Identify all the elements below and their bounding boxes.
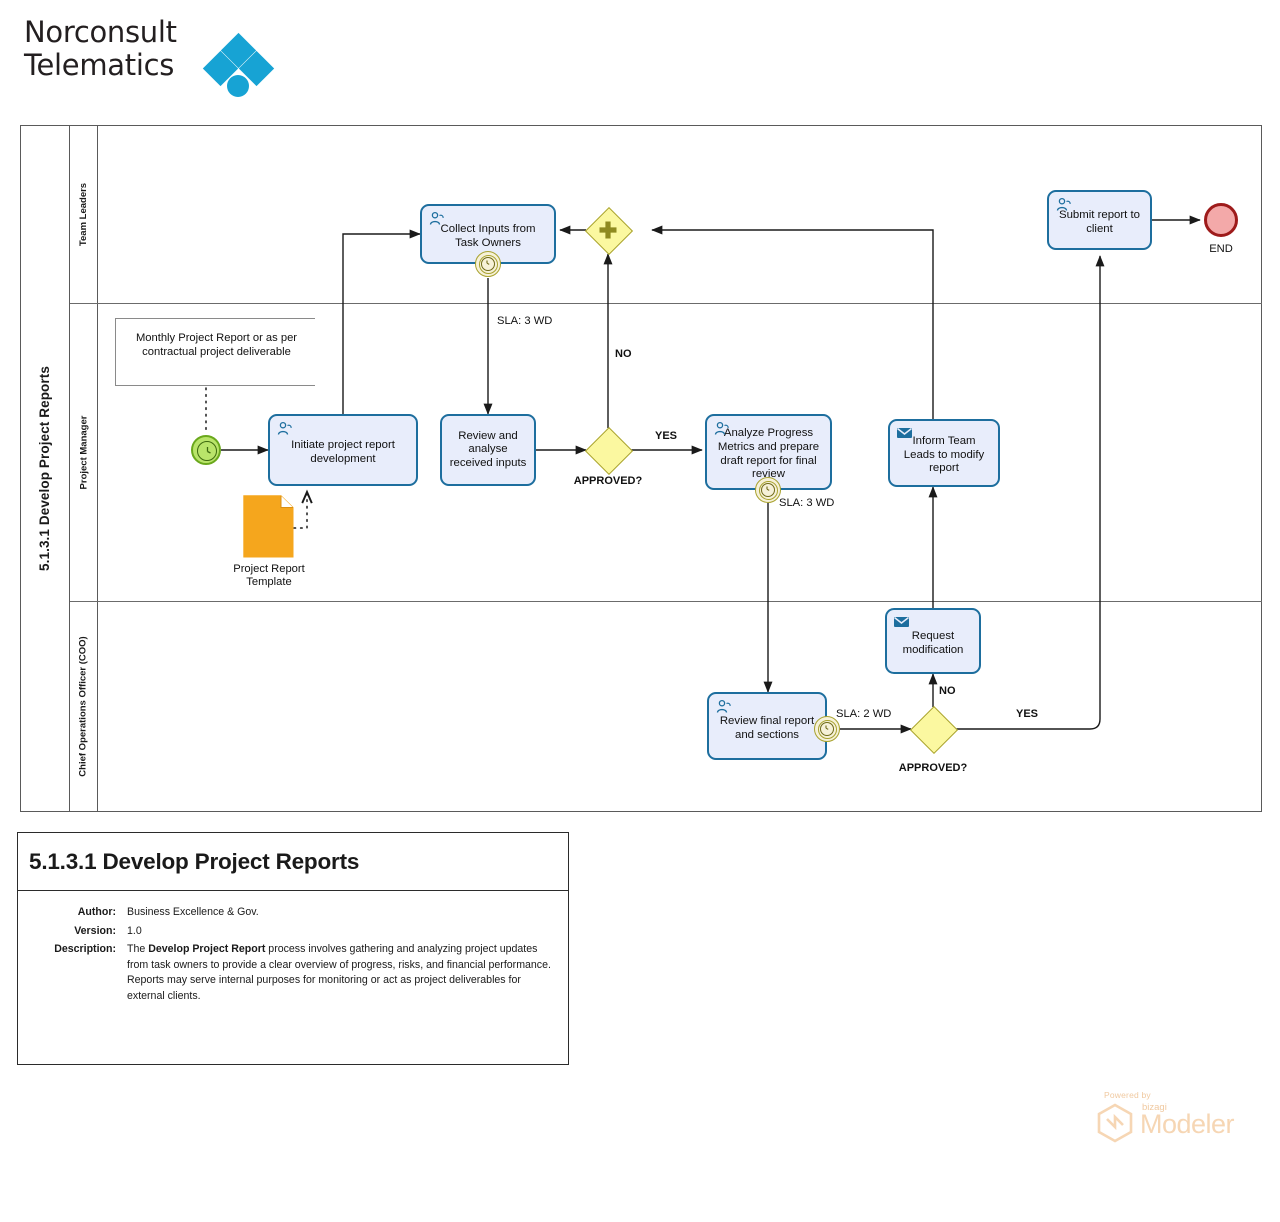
info-box-header: 5.1.3.1 Develop Project Reports <box>18 833 568 891</box>
task-review-final-label: Review final report and sections <box>719 714 815 741</box>
task-review-analyse[interactable]: Review and analyse received inputs <box>440 414 536 486</box>
timer-boundary-event-collect-inputs[interactable] <box>475 251 501 277</box>
task-submit-report-label: Submit report to client <box>1058 208 1141 235</box>
data-object-label: Project Report Template <box>233 563 305 588</box>
end-event-label: END <box>1209 243 1233 255</box>
gateway-approved-pm[interactable] <box>584 426 634 476</box>
timer-boundary-event-analyze-progress[interactable] <box>755 477 781 503</box>
task-request-modification[interactable]: Request modification <box>885 608 981 674</box>
info-description-value: The Develop Project Report process invol… <box>127 942 556 1004</box>
task-review-final[interactable]: Review final report and sections <box>707 692 827 760</box>
timer-boundary-event-review-final[interactable] <box>814 716 840 742</box>
gateway-approved-coo-label: APPROVED? <box>898 762 968 774</box>
process-info-box: 5.1.3.1 Develop Project Reports Author: … <box>17 832 569 1065</box>
flow-label-yes-coo: YES <box>1016 708 1039 720</box>
flow-label-yes-pm: YES <box>655 430 678 442</box>
send-task-icon <box>896 426 914 442</box>
lane-divider-1 <box>70 303 1262 304</box>
lane-label-team-leaders: Team Leaders <box>78 182 90 246</box>
lane-header-coo: Chief Operations Officer (COO) <box>70 601 98 812</box>
pool-title: 5.1.3.1 Develop Project Reports <box>20 125 70 812</box>
user-task-icon <box>1055 197 1073 213</box>
gateway-approved-coo[interactable] <box>909 705 959 755</box>
flow-label-sla-review-final: SLA: 2 WD <box>836 708 892 720</box>
flow-label-no-pm: NO <box>615 348 632 360</box>
gateway-merge[interactable] <box>584 206 634 256</box>
flow-label-sla-analyze: SLA: 3 WD <box>779 497 835 509</box>
bizagi-brand-label: bizagi <box>1142 1102 1167 1113</box>
desc-lead: The <box>127 943 149 955</box>
task-inform-team-leads-label: Inform Team Leads to modify report <box>903 435 985 475</box>
desc-rest: process involves gathering and analyzing… <box>127 943 551 1002</box>
info-row-description: Description: The Develop Project Report … <box>30 942 556 1004</box>
data-object-project-report-template[interactable] <box>243 495 294 558</box>
desc-bold: Develop Project Report <box>148 943 266 955</box>
info-box-title: 5.1.3.1 Develop Project Reports <box>29 848 360 874</box>
text-annotation: Monthly Project Report or as per contrac… <box>115 318 315 386</box>
logo-mark-icon <box>202 32 275 97</box>
timer-start-event[interactable] <box>191 435 221 465</box>
user-task-icon <box>276 421 294 437</box>
task-inform-team-leads[interactable]: Inform Team Leads to modify report <box>888 419 1000 487</box>
info-version-value: 1.0 <box>127 924 142 937</box>
info-box-body: Author: Business Excellence & Gov. Versi… <box>18 891 568 1004</box>
info-version-key: Version: <box>74 924 116 937</box>
pool-title-label: 5.1.3.1 Develop Project Reports <box>37 366 52 571</box>
user-task-icon <box>715 699 733 715</box>
task-collect-inputs-label: Collect Inputs from Task Owners <box>440 222 536 249</box>
flow-label-no-coo: NO <box>939 685 956 697</box>
task-analyze-progress-label: Analyze Progress Metrics and prepare dra… <box>717 427 820 481</box>
lane-label-project-manager: Project Manager <box>78 415 90 489</box>
lane-header-team-leaders: Team Leaders <box>70 125 98 303</box>
bizagi-watermark: Powered by bizagi Modeler <box>1090 1090 1265 1148</box>
info-description-key: Description: <box>54 943 116 955</box>
send-task-icon <box>893 615 911 631</box>
user-task-icon <box>428 211 446 227</box>
task-initiate-report[interactable]: Initiate project report development <box>268 414 418 486</box>
bizagi-product-label: Modeler <box>1140 1109 1235 1139</box>
company-logo: Norconsult Telematics <box>24 15 284 97</box>
bizagi-hex-icon <box>1094 1102 1136 1144</box>
info-author-key: Author: <box>77 906 116 918</box>
task-submit-report[interactable]: Submit report to client <box>1047 190 1152 250</box>
task-request-modification-label: Request modification <box>902 629 964 656</box>
logo-text-line2: Telematics <box>24 48 175 82</box>
info-author-value: Business Excellence & Gov. <box>127 906 259 918</box>
lane-label-coo: Chief Operations Officer (COO) <box>78 636 89 777</box>
flow-label-sla-collect: SLA: 3 WD <box>497 315 553 327</box>
parallel-gateway-icon <box>599 221 617 239</box>
info-row-version: Version: 1.0 <box>30 924 556 940</box>
lane-divider-2 <box>70 601 1262 602</box>
info-row-author: Author: Business Excellence & Gov. <box>30 905 556 921</box>
timer-icon <box>197 441 217 461</box>
lane-header-project-manager: Project Manager <box>70 303 98 601</box>
gateway-approved-pm-label: APPROVED? <box>573 475 643 487</box>
user-task-icon <box>713 421 731 437</box>
logo-text-line1: Norconsult <box>24 15 177 49</box>
powered-by-label: Powered by <box>1104 1090 1151 1100</box>
end-event[interactable] <box>1204 203 1238 237</box>
task-initiate-report-label: Initiate project report development <box>291 438 395 465</box>
task-review-analyse-label: Review and analyse received inputs <box>449 429 527 469</box>
